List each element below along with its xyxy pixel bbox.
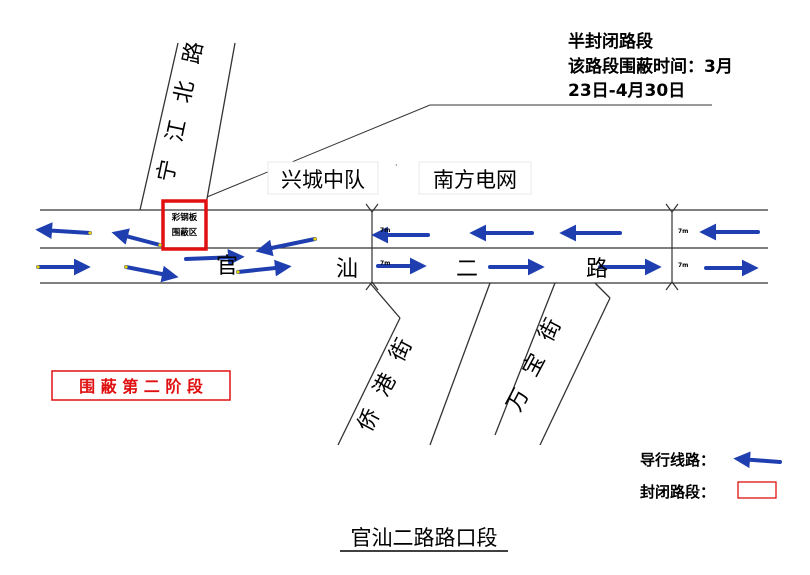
- ningjiang-char-1: 宁: [153, 158, 182, 185]
- ningjiang-road-right-edge: [204, 42, 236, 211]
- lane-width-left: 7m: [380, 260, 390, 267]
- xingcheng-label-box: [267, 161, 379, 195]
- arrow-east-2: [124, 265, 179, 283]
- qiaogang-road-left-top: [369, 282, 401, 319]
- lane-width-right-bottom: 7m: [678, 262, 688, 269]
- arrow-west-2: [111, 228, 162, 247]
- legend-closed-swatch: [737, 481, 777, 499]
- closed-enclosure-box: [161, 199, 208, 251]
- small-dot: ·: [395, 161, 398, 170]
- wanbao-road-right-edge: [539, 297, 611, 446]
- wanbao-char-2: 宝: [518, 350, 550, 381]
- closure-annotation: 半封闭路段 该路段围蔽时间：3月 23日-4月30日: [568, 31, 733, 101]
- xingcheng-label: 兴城中队: [281, 168, 365, 192]
- wanbao-char-1: 万: [502, 385, 534, 416]
- wanbao-road-name: 万 宝 街: [502, 315, 566, 416]
- qiaogang-road-name: 侨 港 街: [353, 335, 417, 436]
- ningjiang-char-3: 北: [170, 79, 199, 106]
- main-road-char-2: 汕: [336, 257, 358, 282]
- main-road-name: 官 汕 二 路: [216, 254, 608, 282]
- arrow-west-1: [35, 222, 92, 240]
- lane-width-right-top: 7m: [678, 228, 688, 235]
- qiaogang-road-right-edge: [429, 282, 491, 446]
- qiaogang-char-2: 港: [369, 370, 401, 401]
- main-road-char-1: 官: [216, 254, 238, 279]
- annotation-line-2: 该路段围蔽时间：3月: [568, 56, 733, 77]
- ningjiang-char-4: 路: [179, 40, 208, 67]
- ningjiang-road-name: 宁 江 北 路: [153, 40, 208, 185]
- qiaogang-char-1: 侨: [353, 405, 385, 436]
- wanbao-road-right-top: [594, 282, 611, 299]
- enclosure-label-1: 彩钢板: [171, 212, 198, 223]
- ningjiang-char-2: 江: [162, 118, 191, 145]
- lane-markers: [365, 203, 679, 291]
- power-grid-label: 南方电网: [433, 168, 517, 192]
- arrow-east-3: [184, 248, 245, 266]
- guide-arrows: [35, 222, 760, 283]
- legend-closed-label: 封闭路段：: [640, 483, 715, 501]
- stage-label-box: [51, 370, 231, 401]
- annotation-line-1: 半封闭路段: [568, 31, 653, 52]
- stage-label: 围 蔽 第 二 阶 段: [79, 377, 204, 396]
- power-grid-label-box: [418, 161, 532, 195]
- qiaogang-road-left-edge: [337, 317, 401, 446]
- legend: 导行线路： 封闭路段：: [640, 451, 782, 501]
- annotation-line-3: 23日-4月30日: [568, 81, 685, 101]
- diagram-title: 官汕二路路口段: [351, 526, 498, 550]
- wanbao-char-3: 街: [534, 315, 566, 346]
- ningjiang-road-left-edge: [139, 42, 179, 211]
- main-road-char-3: 二: [456, 257, 478, 282]
- arrow-tips: [36, 231, 317, 274]
- lane-width-mid-top: 7m: [380, 227, 390, 234]
- arrow-east-4: [236, 259, 292, 277]
- wanbao-road-left-edge: [494, 282, 556, 436]
- arrow-west-3: [255, 237, 317, 257]
- enclosure-label-2: 围蔽区: [172, 227, 198, 238]
- main-road-char-4: 路: [586, 257, 608, 282]
- legend-guide-arrow: [733, 451, 782, 469]
- legend-guide-label: 导行线路：: [640, 451, 715, 469]
